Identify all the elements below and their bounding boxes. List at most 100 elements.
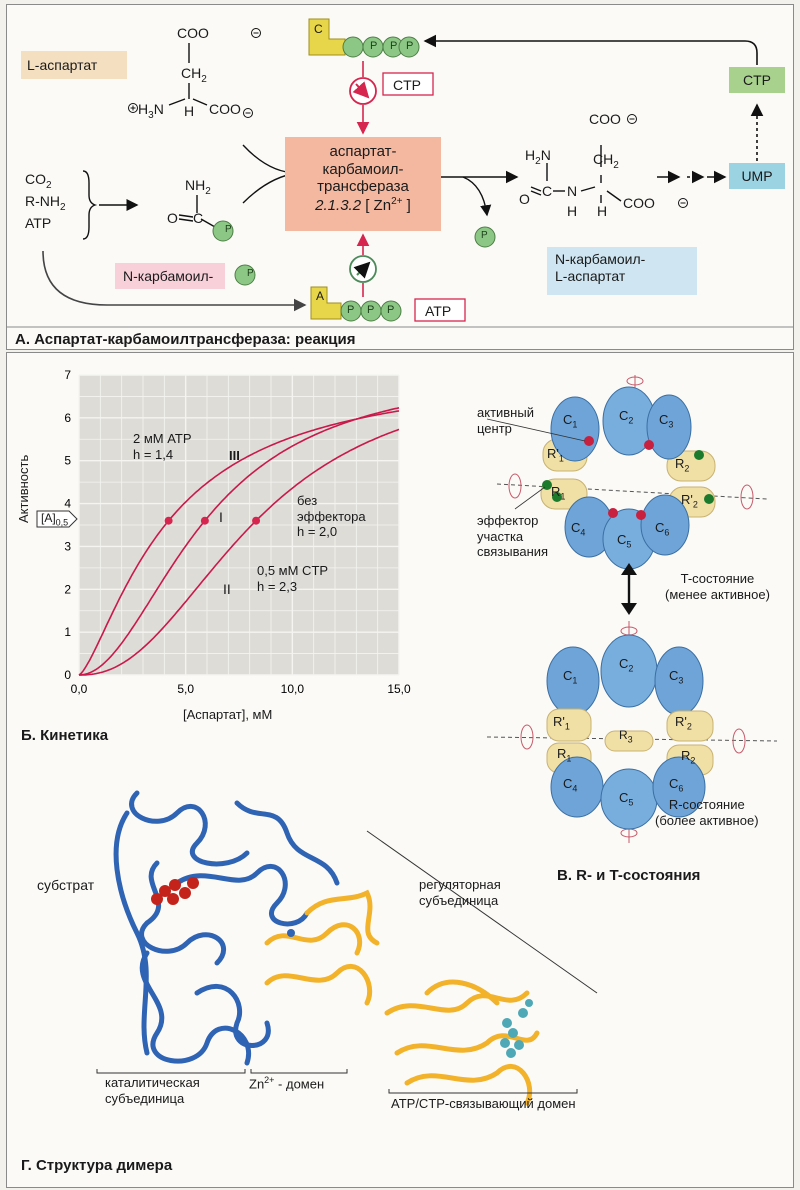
n-carbamoyl-p-label: N-карбамоил- (123, 268, 214, 284)
panel-a-reaction: L-аспартат COO CH2 H3N H COO CO2 R-NH2 A… (6, 4, 794, 350)
asp-h3n: H3N (138, 101, 164, 121)
t-r1p: R'1 (547, 446, 564, 464)
active-site-icon (584, 436, 594, 446)
ppp-label: P (367, 304, 375, 316)
ump-box (729, 163, 785, 189)
zinc-ion-icon (287, 929, 295, 937)
enzyme-name: аспартат- карбамоил- трансфераза 2.1.3.2… (315, 143, 411, 215)
feedback-arrow (423, 34, 758, 65)
y-tick-label: 4 (64, 497, 71, 511)
ctp-right-label: CTP (743, 72, 771, 88)
atp-ctp-domain-bracket (388, 1089, 578, 1094)
substrate-co2: CO2 (25, 171, 52, 191)
regulatory-subunit-r1p (546, 708, 592, 742)
t-c3: C3 (659, 412, 674, 430)
ppp-label: P (347, 304, 355, 316)
y-tick-label: 2 (64, 582, 71, 596)
t-state-label: T-состояние (менее активное) (665, 571, 770, 603)
prod-coo-right: COO (623, 195, 655, 211)
r-c6: C6 (669, 776, 684, 794)
catalytic-subunit-c6 (640, 494, 690, 556)
series-line-1 (78, 410, 400, 676)
ump-label: UMP (741, 168, 773, 184)
regulatory-bracket (366, 830, 598, 994)
carbamoyl-nh2: NH2 (185, 177, 211, 197)
atp-base-block (310, 286, 342, 320)
chart-points (164, 516, 261, 525)
phosphate-icon (234, 264, 256, 286)
phosphate-label: P (247, 268, 254, 279)
y-tick-label: 0 (64, 668, 71, 682)
phosphate-icon (474, 226, 496, 248)
t-c4: C4 (571, 520, 586, 538)
effector-site-icon (704, 494, 714, 504)
prod-c: C (542, 183, 553, 199)
regulatory-ribbon (264, 889, 540, 1106)
rt-states-diagram (486, 375, 778, 843)
regulatory-subunit-label: регуляторная субъединица (419, 877, 501, 908)
panel-b-caption: Б. Кинетика (21, 727, 109, 744)
prod-n: N (567, 183, 578, 199)
zn-domain-bracket (250, 1069, 348, 1074)
phosphate-icon (212, 220, 234, 242)
pi-release-arrow (462, 176, 492, 217)
t-c5: C5 (617, 532, 632, 550)
r-r2: R2 (681, 748, 696, 766)
series-line-3 (79, 428, 400, 676)
panel-a-caption: А. Аспартат-карбамоилтрансфераза: реакци… (15, 331, 356, 348)
asp-h: H (184, 103, 195, 119)
series-line-2 (78, 407, 400, 676)
r-r3: R3 (619, 728, 633, 745)
r-c1: C1 (563, 668, 578, 686)
substrate-atp: ATP (25, 215, 52, 231)
roman-i: I (219, 509, 223, 525)
ctp-block-letter: C (314, 22, 323, 36)
phosphate-icon (398, 36, 420, 58)
ppp-label: P (390, 40, 398, 52)
phosphate-label: P (225, 224, 232, 235)
ctp-curve-label: 0,5 мМ CTP h = 2,3 (257, 563, 329, 595)
n-carbamoyl-p-bg (115, 263, 225, 289)
carbamoyl-c: C (193, 210, 204, 226)
active-center-label: активный центр (477, 405, 534, 436)
half-saturation-point (252, 516, 261, 525)
r-r1p: R'1 (553, 714, 570, 732)
substrate-rnh2: R-NH2 (25, 193, 66, 213)
panel-c-caption: В. R- и T-состояния (557, 867, 701, 884)
effector-site-icon (694, 450, 704, 460)
atp-ctp-domain-label: ATP/CTP-связывающий домен (391, 1096, 576, 1111)
asp-bond (192, 98, 208, 106)
prod-h-n: H (567, 203, 578, 219)
prod-coo-top: COO (589, 111, 621, 127)
catalytic-subunit-label: каталитическая субъединица (105, 1075, 200, 1106)
substrate-molecule (151, 877, 199, 905)
y-tick-label: 5 (64, 454, 71, 468)
asp-bond (168, 98, 186, 106)
effector-molecule (500, 999, 533, 1058)
product-label-bg (547, 247, 697, 295)
r-r2p: R'2 (675, 714, 692, 732)
enzyme-box (285, 137, 441, 231)
prod-h-ca: H (597, 203, 608, 219)
asp-coo-top: COO (177, 25, 209, 41)
r-c2: C2 (619, 656, 634, 674)
ppp-label: P (406, 40, 414, 52)
ctp-box-right (729, 67, 785, 93)
effector-site-icon (552, 492, 562, 502)
t-state-complex (486, 375, 768, 570)
y-tick-label: 6 (64, 411, 71, 425)
r-c4: C4 (563, 776, 578, 794)
x-tick-label: 0,0 (71, 682, 88, 696)
r-c3: C3 (669, 668, 684, 686)
phosphate-icon (342, 36, 364, 58)
ctp-box-outline (382, 72, 434, 96)
atp-block-letter: A (316, 289, 325, 303)
r-r1: R1 (557, 746, 572, 764)
catalytic-bracket (96, 1069, 246, 1074)
l-aspartate-label: L-аспартат (27, 57, 98, 73)
minus-charge (243, 108, 253, 118)
ctp-inhibitor-label: CTP (393, 77, 421, 93)
catalytic-subunit-c3 (646, 394, 692, 460)
